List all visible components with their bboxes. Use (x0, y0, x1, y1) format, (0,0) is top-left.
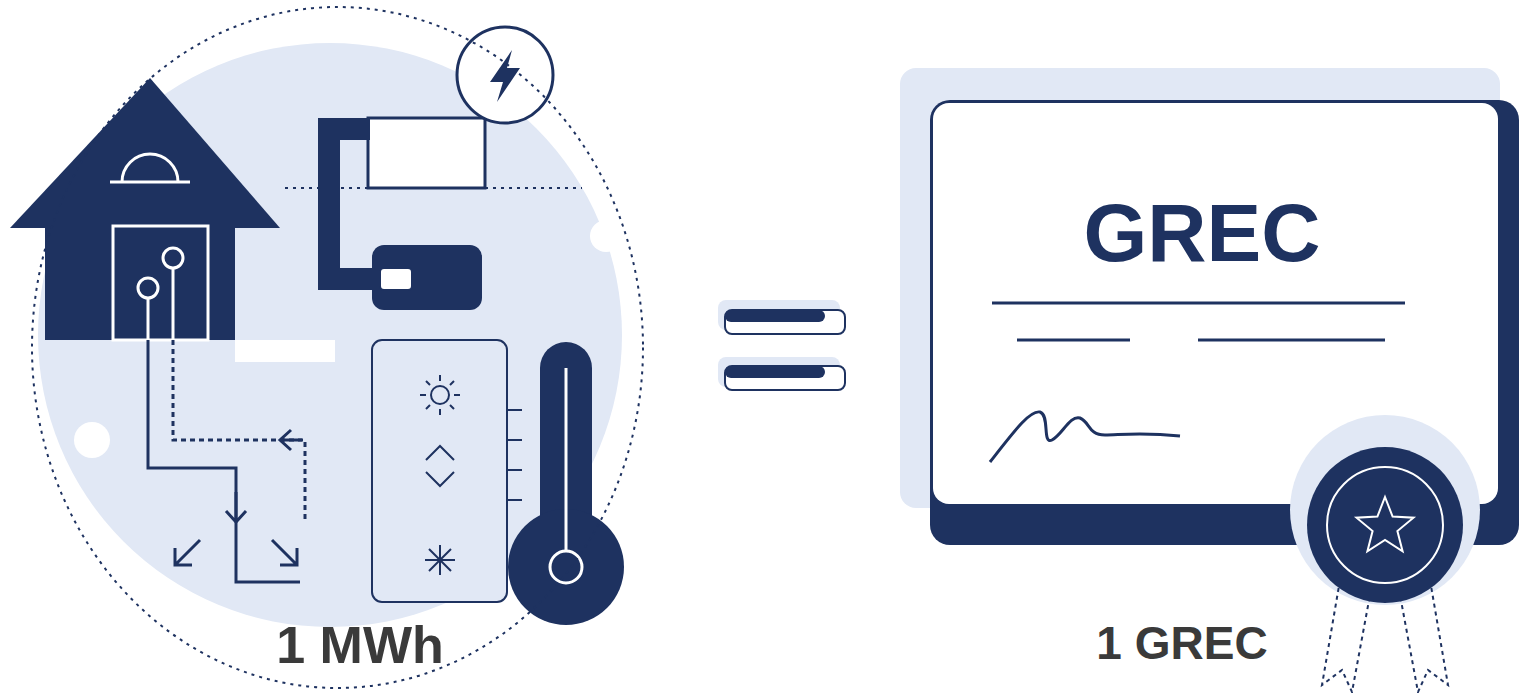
dashed-boundary (32, 7, 643, 688)
control-panel (420, 375, 460, 415)
power-device (372, 245, 482, 310)
power-device (490, 50, 520, 102)
certificate-shape (992, 303, 1405, 340)
power-device (285, 27, 582, 310)
flow-wires (226, 492, 246, 522)
certificate-shape (990, 412, 1180, 462)
control-panel (426, 446, 454, 486)
equals-sign (725, 366, 825, 378)
power-device (318, 118, 340, 290)
house-icon (163, 248, 183, 268)
power-device (368, 118, 485, 188)
flow-wires (148, 340, 300, 582)
equals-sign (725, 366, 845, 390)
flow-wires (272, 540, 297, 565)
dashed-boundary (32, 7, 643, 688)
control-panel (425, 545, 455, 575)
energy-circle: 1 MWh (30, 5, 645, 690)
thermometer-icon (508, 342, 624, 625)
award-badge (1290, 415, 1480, 692)
certificate-card-outline (930, 100, 1519, 545)
background-disc (235, 340, 335, 362)
house-icon (138, 278, 158, 298)
flow-wires (175, 540, 200, 565)
award-badge (1307, 447, 1463, 603)
flow-wires (280, 430, 302, 450)
equals-sign (725, 310, 845, 334)
background-disc (590, 220, 622, 252)
power-device (457, 27, 553, 123)
power-device (318, 268, 374, 290)
quantity-label: 1 MWh (276, 617, 444, 674)
flow-wires (148, 340, 305, 582)
award-badge (1357, 497, 1414, 551)
house-icon (147, 298, 150, 340)
house-icon (10, 78, 280, 228)
power-device (380, 268, 412, 290)
background-disc (74, 422, 110, 458)
equals-sign (718, 300, 845, 390)
house-icon (45, 225, 235, 340)
house-icon (113, 226, 208, 340)
control-panel (372, 340, 522, 602)
equals-sign (725, 310, 825, 322)
quantity-label: 1 GREC (1096, 618, 1267, 669)
thermometer-icon (565, 368, 568, 552)
thermometer-icon (550, 551, 582, 583)
flow-wires (173, 340, 305, 522)
award-badge (1327, 467, 1443, 583)
certificate-card: GREC1 GREC (930, 100, 1519, 545)
certificate-title: GREC (1084, 188, 1321, 278)
energy-circle-outline (30, 5, 645, 690)
award-badge (1290, 415, 1480, 605)
house-icon (110, 181, 190, 184)
house-icon (122, 154, 178, 182)
house-icon (172, 268, 175, 340)
control-panel (372, 340, 507, 602)
house-icon (10, 78, 280, 340)
control-panel (507, 410, 522, 500)
control-panel (431, 386, 449, 404)
